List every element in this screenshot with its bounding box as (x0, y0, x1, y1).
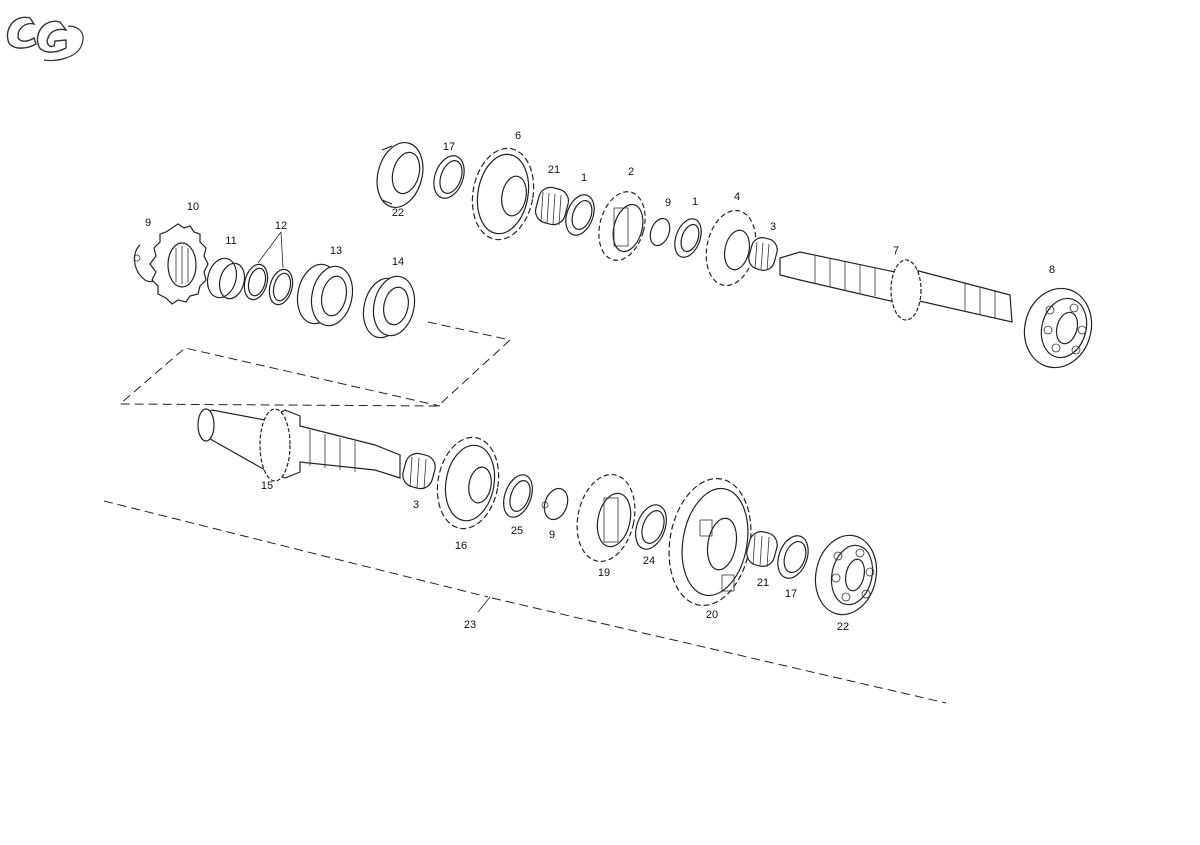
part-7-main-shaft (779, 251, 1013, 323)
part-16-gear (436, 436, 500, 530)
part-24-washer (635, 504, 667, 550)
label-21-upper: 21 (548, 164, 560, 176)
part-10-sprocket (149, 223, 209, 305)
part-1-washer-a (565, 194, 595, 236)
part-19-gear (576, 473, 636, 563)
part-2-gear (598, 191, 646, 261)
label-2: 2 (628, 166, 634, 178)
label-1-b: 1 (692, 196, 698, 208)
part-1-washer-b (674, 218, 702, 258)
label-11: 11 (225, 235, 236, 247)
part-6-gear (471, 147, 535, 241)
label-7: 7 (893, 245, 899, 257)
part-14-seal (362, 275, 416, 339)
part-11-spacer (206, 257, 246, 300)
label-13: 13 (330, 245, 342, 257)
part-21-needle-bearing-lower (746, 531, 778, 568)
label-8: 8 (1049, 264, 1055, 276)
label-16: 16 (455, 540, 467, 552)
label-22-upper: 22 (392, 207, 404, 219)
part-4-gear (705, 209, 757, 287)
part-12-o-ring-b (268, 268, 294, 306)
axis-connector (118, 321, 512, 407)
label-6: 6 (515, 130, 521, 142)
part-3-needle-bearing-lower (402, 452, 436, 490)
part-20-gear (668, 477, 752, 607)
label-4: 4 (734, 191, 740, 203)
label-3-lower: 3 (413, 499, 419, 511)
part-9-circlip-upper (649, 217, 671, 247)
label-3-upper: 3 (770, 221, 776, 233)
part-3-needle-bearing-upper (748, 237, 778, 271)
assembly-23-bracket (103, 500, 947, 704)
label-17-lower: 17 (785, 588, 797, 600)
label-21-lower: 21 (757, 577, 769, 589)
part-12-o-ring-a (243, 263, 269, 301)
part-8-ball-bearing (1023, 287, 1093, 369)
label-1-a: 1 (581, 172, 587, 184)
label-10: 10 (187, 201, 199, 213)
part-22-bearing-lower (814, 534, 878, 616)
label-12: 12 (275, 220, 287, 232)
label-19: 19 (598, 567, 610, 579)
label-9-left: 9 (145, 217, 151, 229)
label-22-lower: 22 (837, 621, 849, 633)
label-20: 20 (706, 609, 718, 621)
label-25: 25 (511, 525, 523, 537)
part-13-bushing (296, 263, 354, 327)
part-25-washer (503, 474, 533, 518)
label-9-upper: 9 (665, 197, 671, 209)
label-14: 14 (392, 256, 404, 268)
part-17-washer-upper (433, 155, 465, 199)
label-17-upper: 17 (443, 141, 455, 153)
part-22-seal-upper (376, 142, 424, 208)
leader-23 (477, 596, 491, 613)
label-24: 24 (643, 555, 655, 567)
label-9-lower: 9 (549, 529, 555, 541)
part-9-circlip-lower (541, 487, 569, 521)
label-15: 15 (261, 480, 273, 492)
leader-12 (257, 231, 284, 269)
label-23: 23 (464, 619, 476, 631)
part-21-needle-bearing-upper (534, 186, 570, 226)
part-15-countershaft (197, 408, 401, 482)
gg-logo-icon (6, 16, 84, 62)
part-17-washer-lower (777, 535, 809, 579)
